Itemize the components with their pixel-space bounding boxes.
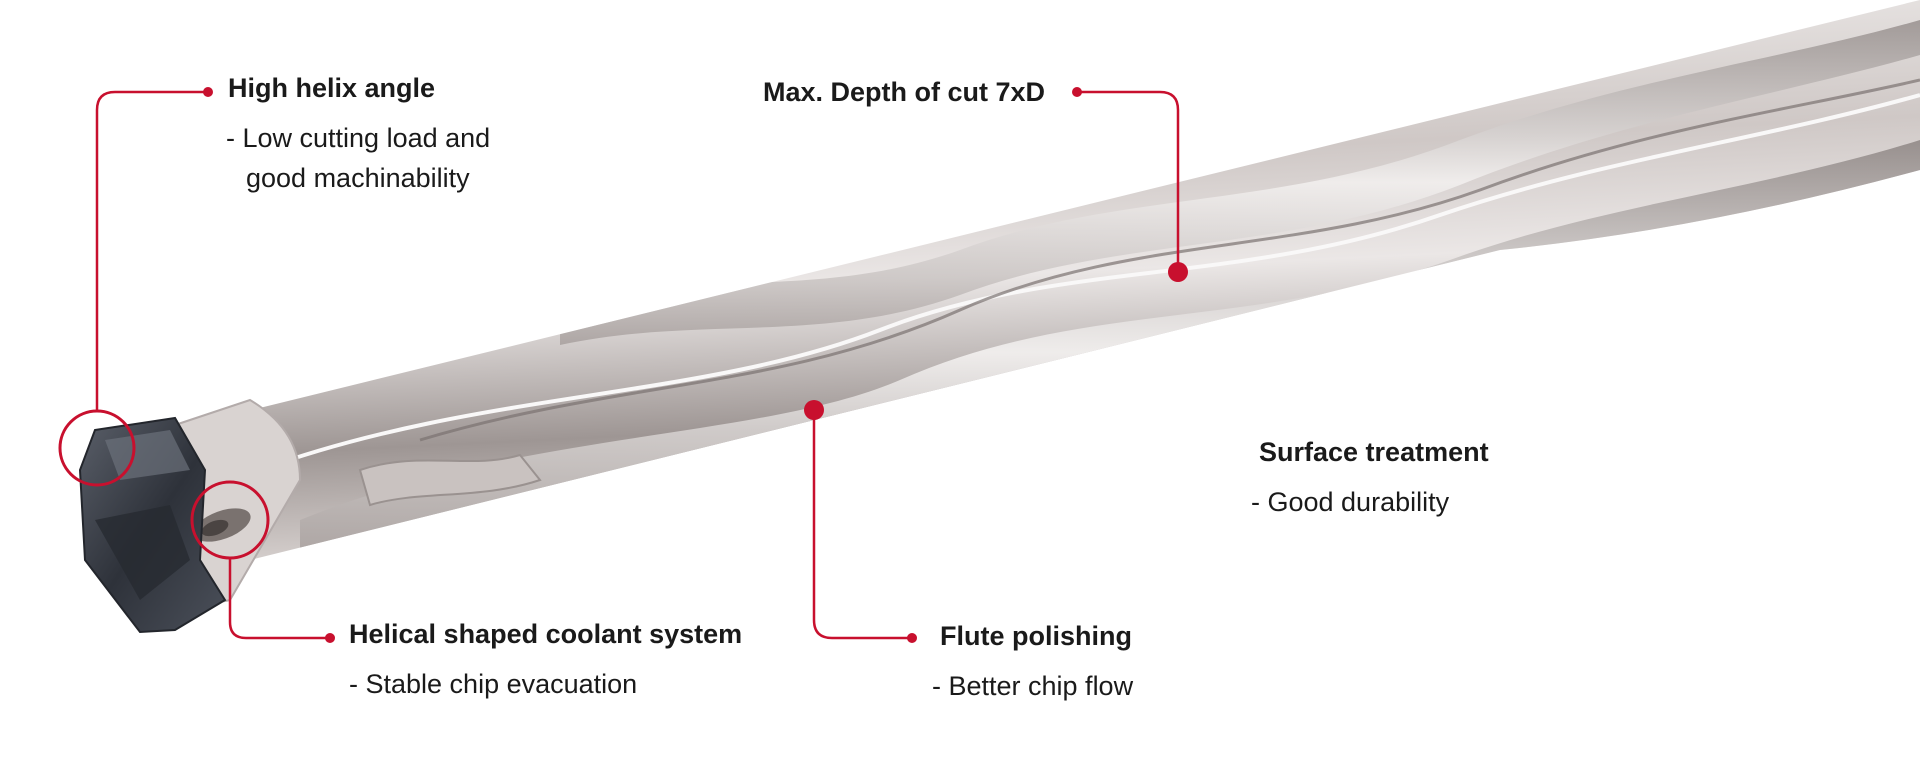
callout-dot [907,633,917,643]
callout-anchor-dot [1168,262,1188,282]
coolant-groove [358,453,542,507]
coolant-title: Helical shaped coolant system [349,619,743,649]
surface-treatment-desc: - Good durability [1251,487,1450,517]
insert-head [78,416,227,634]
max-depth-title: Max. Depth of cut 7xD [763,77,1046,107]
callout-line-max-depth [1077,90,1180,272]
high-helix-title: High helix angle [228,73,436,103]
callout-line-high-helix [95,90,208,411]
flute-edge-2 [419,78,1920,442]
high-helix-desc-line-2: good machinability [246,163,470,193]
coolant-hole-inner [201,519,229,537]
callout-high-helix [58,87,213,487]
callout-dot [325,633,335,643]
high-helix-desc: - Low cutting load and good machinabilit… [226,118,490,198]
callout-coolant [190,480,335,643]
surface-treatment-title: Surface treatment [1259,437,1489,467]
callout-dot [203,87,213,97]
callout-line-flute [812,410,912,640]
insert-facet [105,430,190,480]
callout-max-depth [1072,87,1188,282]
flute-polishing-title: Flute polishing [940,621,1132,651]
flute-polishing-desc: - Better chip flow [932,671,1134,701]
insert-facet-2 [95,505,190,600]
high-helix-desc-line-1: - Low cutting load and [226,123,491,153]
flute-band-2 [560,20,1920,345]
callout-line-coolant [228,558,330,640]
flute-edge-1 [259,93,1920,472]
callout-flute-polishing [804,400,917,643]
coolant-desc: - Stable chip evacuation [349,669,638,699]
